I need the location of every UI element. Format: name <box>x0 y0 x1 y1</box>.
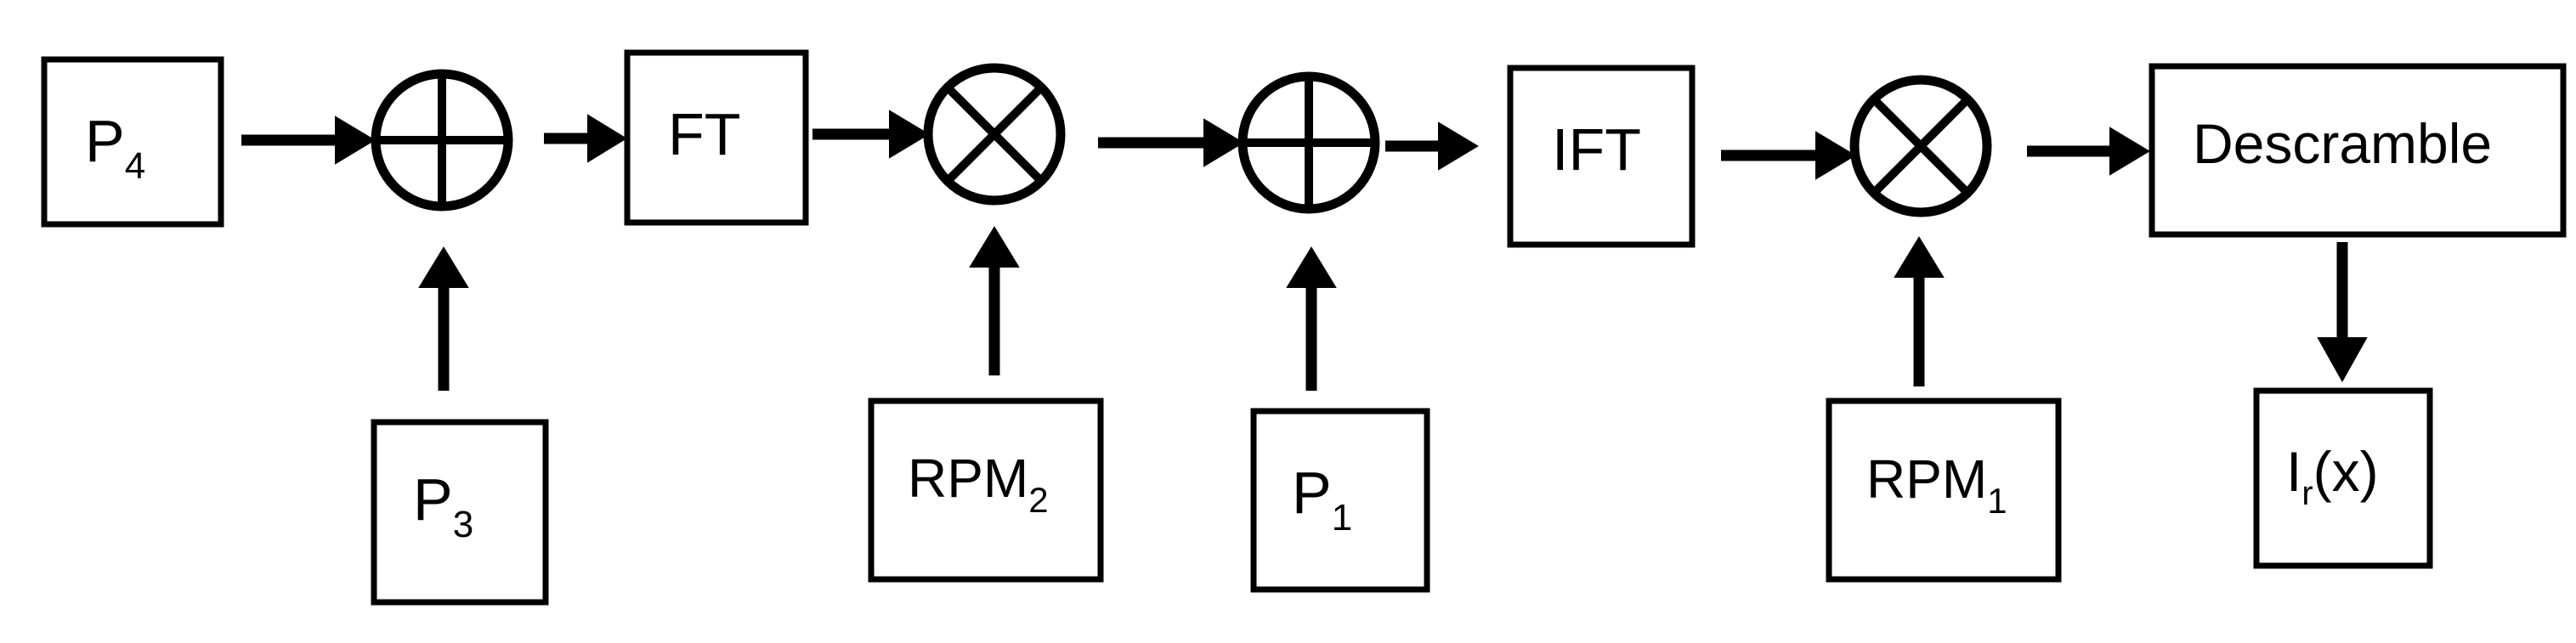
product-junction-1 <box>923 63 1066 206</box>
block-rpm2-label: RPM2 <box>908 448 1049 520</box>
arrow-descramble-to-output <box>2317 242 2368 383</box>
block-descramble-label: Descramble <box>2193 112 2492 175</box>
block-output-label: Ir(x) <box>2286 440 2379 512</box>
arrow-product1-to-sum2 <box>1098 118 1244 167</box>
product-junction-2 <box>1849 75 1992 217</box>
block-p1: P1 <box>1250 408 1430 593</box>
arrow-product2-to-descramble <box>2027 127 2150 176</box>
block-p4-label: P4 <box>85 108 145 187</box>
arrow-sum1-to-ft <box>544 114 627 163</box>
block-p3: P3 <box>371 419 549 606</box>
block-rpm1: RPM1 <box>1826 398 2062 583</box>
arrow-rpm2-to-product1 <box>969 226 1020 375</box>
block-ift: IFT <box>1507 65 1696 248</box>
arrow-rpm1-to-product2 <box>1894 236 1945 386</box>
block-p3-label: P3 <box>413 466 473 545</box>
arrow-p4-to-sum1 <box>241 116 376 165</box>
arrow-ft-to-product1 <box>812 110 930 159</box>
block-descramble: Descramble <box>2149 63 2567 238</box>
block-p1-label: P1 <box>1292 460 1352 539</box>
arrow-ift-to-product2 <box>1721 131 1856 180</box>
block-rpm1-label: RPM1 <box>1866 448 2007 521</box>
block-rpm2: RPM2 <box>868 398 1104 583</box>
sum-junction-2 <box>1237 71 1380 214</box>
arrow-sum2-to-ift <box>1385 121 1479 171</box>
sum-junction-1 <box>371 69 513 212</box>
block-output: Ir(x) <box>2253 387 2433 569</box>
block-ft-label: FT <box>668 101 741 167</box>
block-ft: FT <box>624 49 809 226</box>
block-ift-label: IFT <box>1552 116 1641 183</box>
block-p4: P4 <box>41 56 224 228</box>
arrow-p3-to-sum1 <box>418 246 469 391</box>
arrow-p1-to-sum2 <box>1286 246 1337 391</box>
